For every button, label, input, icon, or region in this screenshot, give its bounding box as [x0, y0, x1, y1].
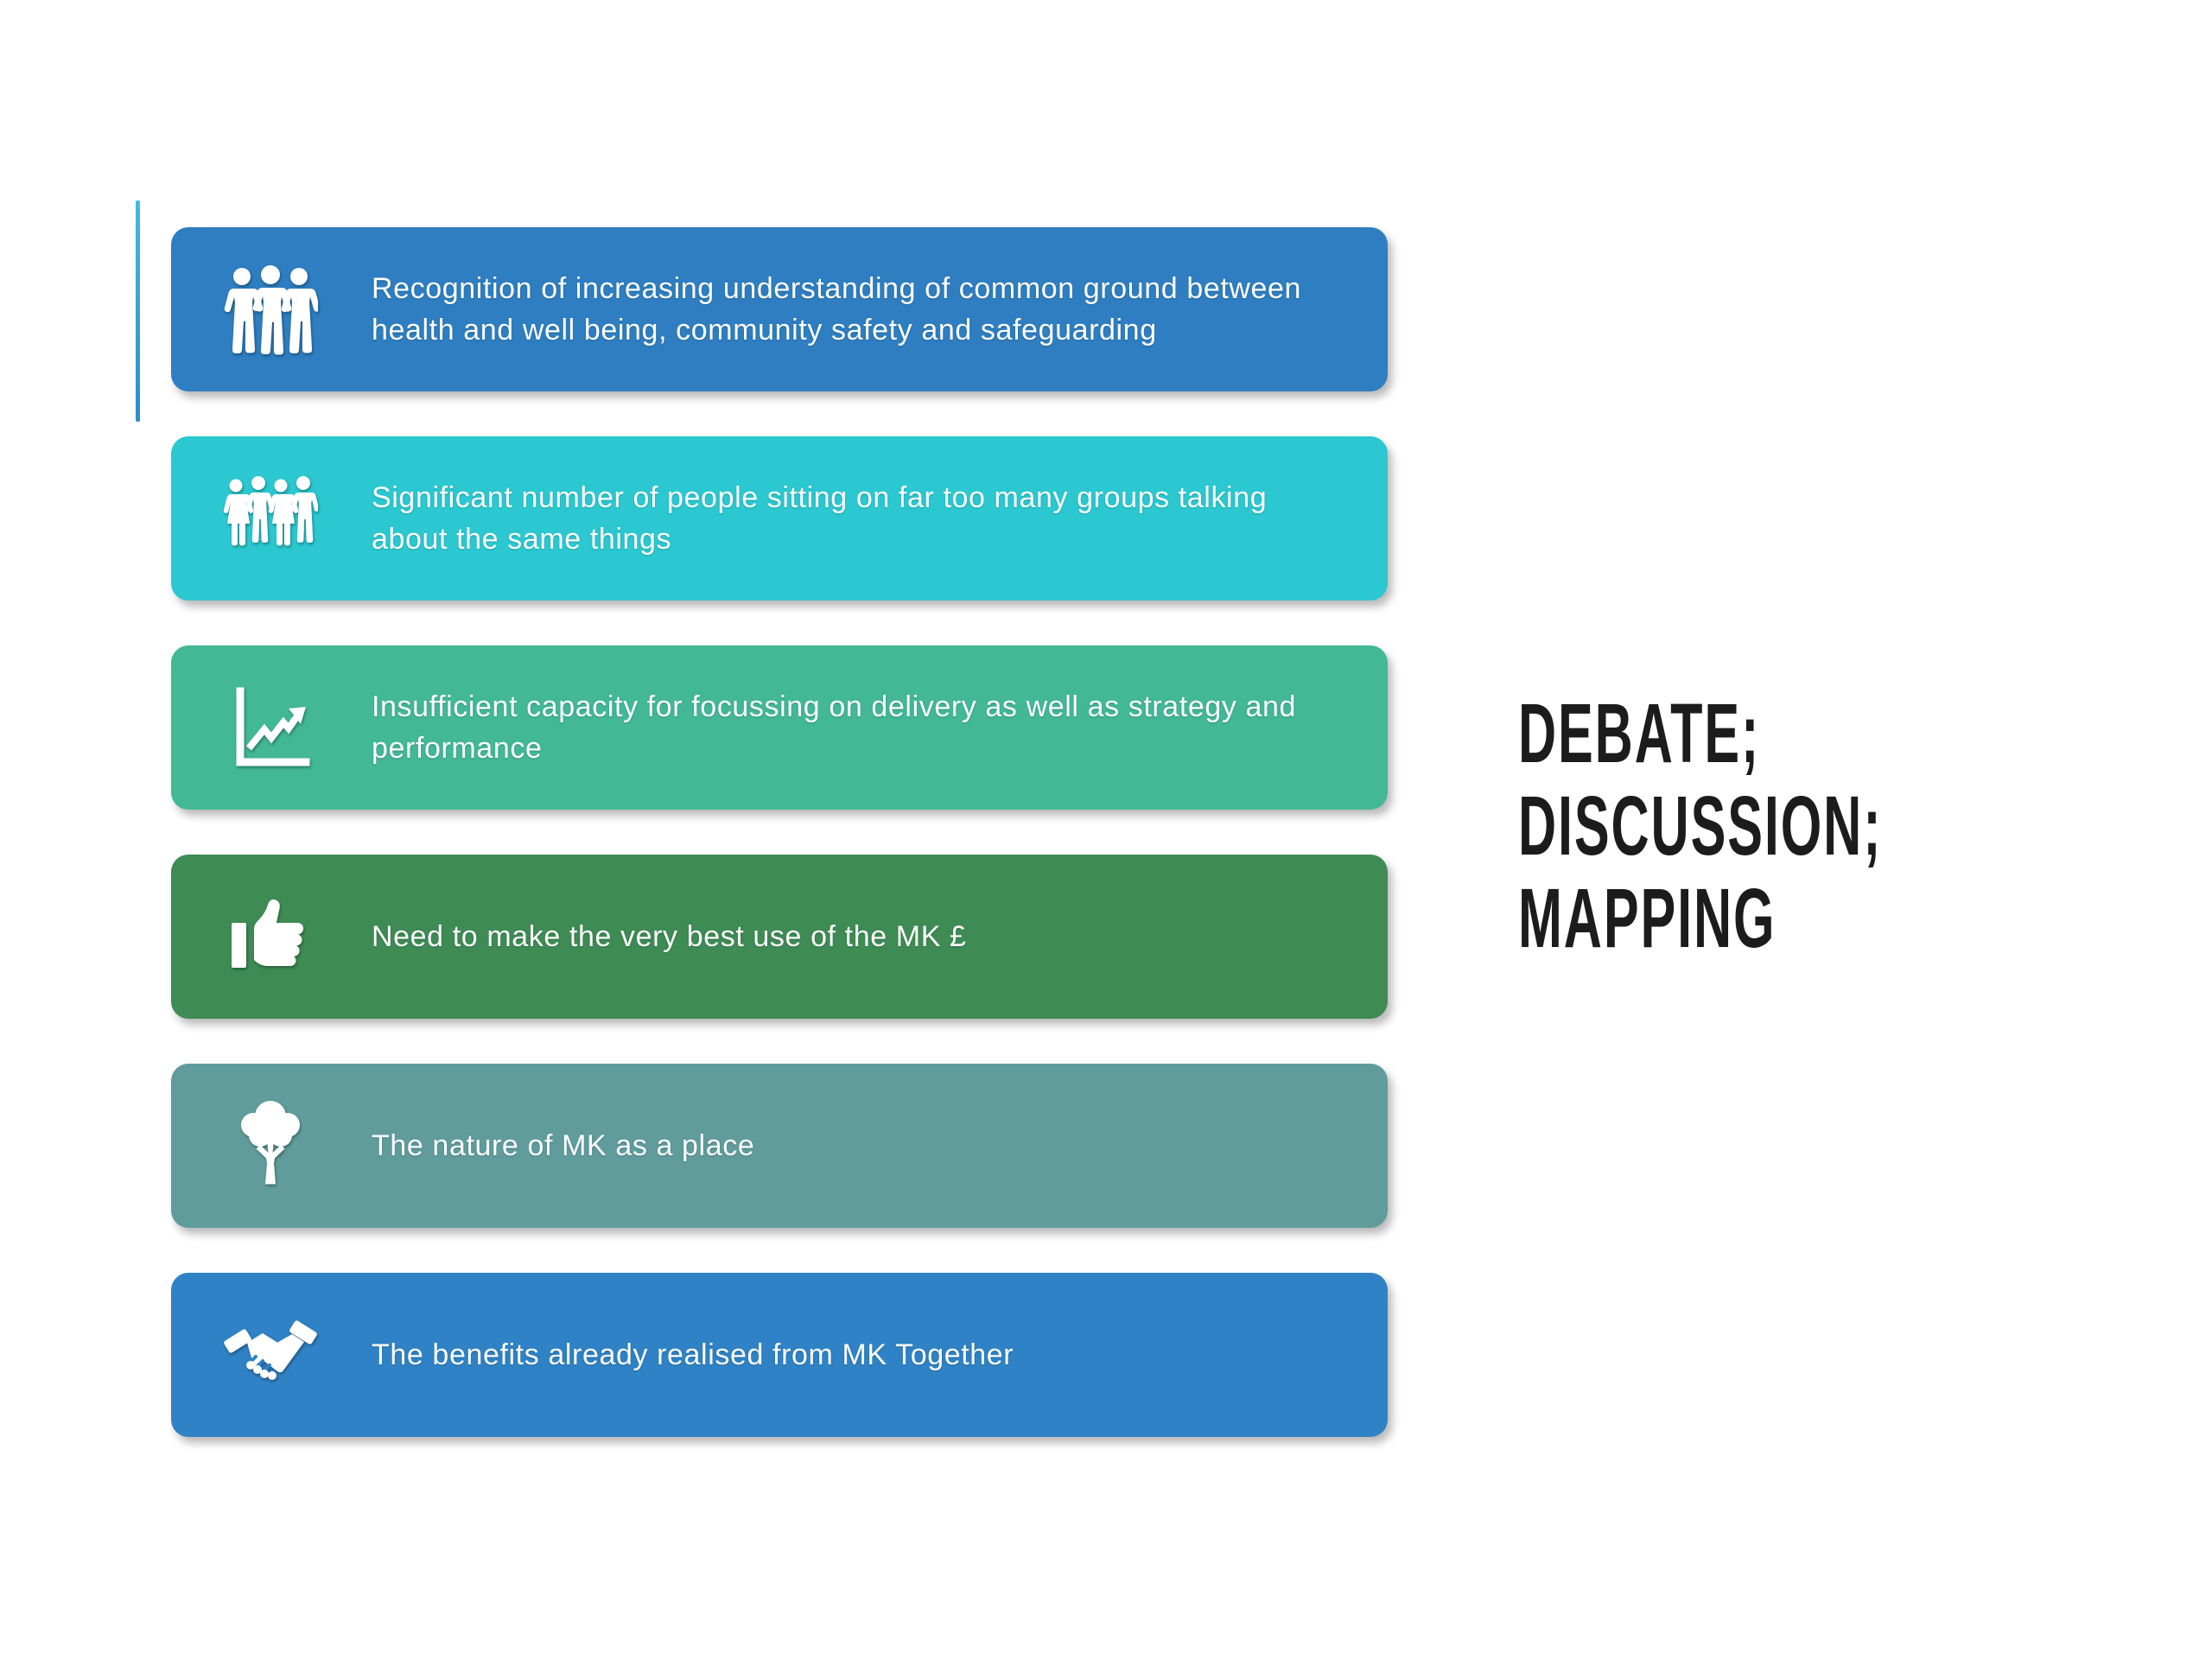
- slide-title: DEBATE; DISCUSSION; MAPPING: [1518, 687, 1882, 964]
- slide-title-line-1: DEBATE;: [1518, 686, 1761, 780]
- list-item-common-ground: Recognition of increasing understanding …: [171, 227, 1388, 391]
- list-item-text: The nature of MK as a place: [372, 1129, 755, 1162]
- three-people-icon: [223, 257, 318, 361]
- list-item-text: Significant number of people sitting on …: [372, 481, 1268, 556]
- tree-icon: [223, 1094, 318, 1198]
- thumbs-up-icon: [223, 885, 318, 988]
- slide-title-line-3: MAPPING: [1518, 871, 1777, 965]
- list-item-text: The benefits already realised from MK To…: [372, 1338, 1014, 1371]
- growth-chart-icon: [223, 676, 318, 779]
- list-item-text: Need to make the very best use of the MK…: [372, 920, 967, 953]
- four-people-icon: [223, 467, 318, 570]
- list-item-best-use-of-mk-pound: Need to make the very best use of the MK…: [171, 855, 1388, 1019]
- list-item-text: Recognition of increasing understanding …: [372, 272, 1302, 346]
- accent-line: [136, 200, 140, 422]
- list-item-nature-of-mk: The nature of MK as a place: [171, 1064, 1388, 1228]
- list-item-benefits-mk-together: The benefits already realised from MK To…: [171, 1273, 1388, 1437]
- handshake-icon: [223, 1303, 318, 1407]
- list-item-text: Insufficient capacity for focussing on d…: [372, 690, 1297, 765]
- list-item-too-many-groups: Significant number of people sitting on …: [171, 436, 1388, 601]
- slide-title-line-2: DISCUSSION;: [1518, 779, 1883, 873]
- list-item-insufficient-capacity: Insufficient capacity for focussing on d…: [171, 645, 1388, 810]
